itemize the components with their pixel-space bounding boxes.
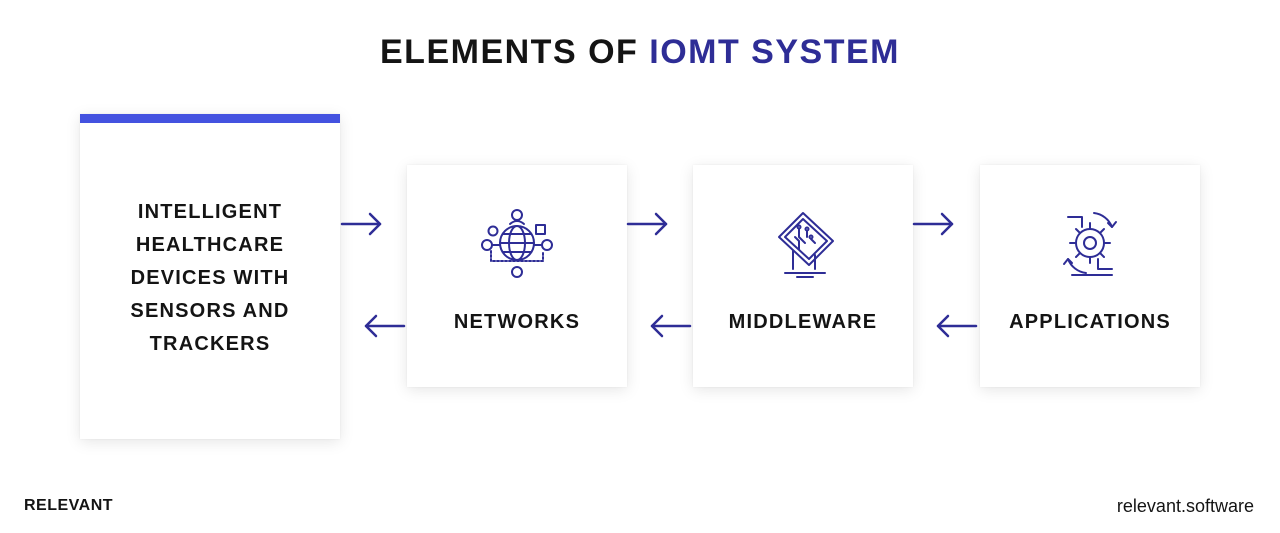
arrow-left-icon xyxy=(650,314,692,338)
networks-card: NETWORKS xyxy=(407,165,627,387)
gear-sync-icon xyxy=(1063,212,1117,276)
site-url: relevant.software xyxy=(1116,496,1254,516)
devices-card-accent-bar xyxy=(80,114,340,123)
devices-line-4: SENSORS AND xyxy=(130,300,290,322)
brand-logo: RELEVANT xyxy=(24,497,114,514)
globe-network-icon xyxy=(481,209,553,278)
arrow-left-icon xyxy=(364,314,406,338)
devices-line-1: INTELLIGENT xyxy=(137,201,283,223)
page-title: ELEMENTS OF IOMT SYSTEM xyxy=(0,33,1280,72)
devices-card-text: INTELLIGENT HEALTHCARE DEVICES WITH SENS… xyxy=(80,196,340,361)
applications-label: APPLICATIONS xyxy=(1009,311,1171,333)
title-highlight: IOMT SYSTEM xyxy=(649,33,900,71)
applications-card: APPLICATIONS xyxy=(980,165,1200,387)
devices-card: INTELLIGENT HEALTHCARE DEVICES WITH SENS… xyxy=(80,114,340,439)
arrow-right-icon xyxy=(912,212,954,236)
middleware-label: MIDDLEWARE xyxy=(728,311,878,333)
devices-line-3: DEVICES WITH xyxy=(130,267,290,289)
devices-line-2: HEALTHCARE xyxy=(135,234,285,256)
circuit-chip-icon xyxy=(778,212,834,278)
devices-line-5: TRACKERS xyxy=(149,333,271,355)
arrow-right-icon xyxy=(340,212,382,236)
arrow-right-icon xyxy=(626,212,668,236)
arrow-left-icon xyxy=(936,314,978,338)
title-prefix: ELEMENTS OF xyxy=(380,33,639,71)
middleware-card: MIDDLEWARE xyxy=(693,165,913,387)
networks-label: NETWORKS xyxy=(453,311,581,333)
